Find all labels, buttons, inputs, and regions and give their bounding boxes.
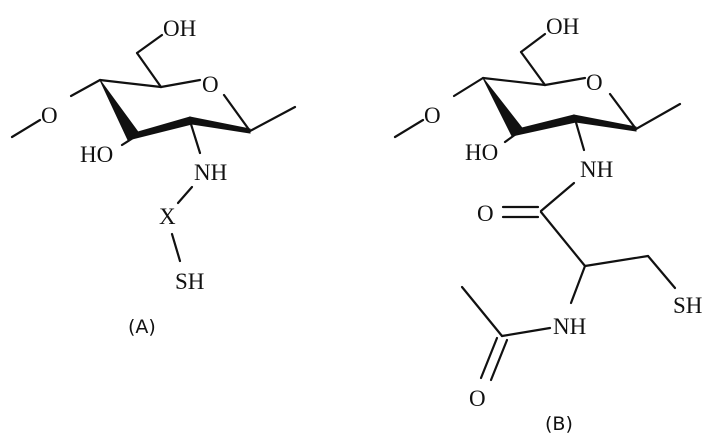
bond: [539, 181, 576, 213]
bond: [452, 76, 485, 98]
bond: [500, 326, 552, 338]
bond: [583, 254, 650, 268]
bond: [608, 92, 638, 131]
bond: [481, 76, 547, 87]
hydroxymethyl-label: OH: [546, 14, 579, 39]
double-bond: [479, 336, 499, 380]
wedge-bond: [511, 114, 577, 137]
glycosidic-oxygen-label: O: [41, 103, 58, 128]
bond: [460, 285, 504, 338]
bond: [519, 50, 547, 87]
wedge-bond: [99, 79, 139, 141]
amide-nh-label: NH: [580, 157, 613, 182]
hydroxyl-label: HO: [80, 142, 113, 167]
double-bond: [489, 338, 509, 382]
bond: [248, 105, 297, 133]
bond: [573, 117, 586, 152]
acetyl-carbonyl-oxygen-label: O: [469, 386, 486, 411]
thiol-label: SH: [673, 293, 702, 318]
bond: [539, 210, 587, 268]
bond: [543, 76, 587, 87]
hydroxyl-label: HO: [465, 140, 498, 165]
linker-x-label: X: [159, 204, 176, 229]
ring-oxygen-label: O: [586, 70, 603, 95]
bond: [646, 254, 677, 290]
hydroxymethyl-label: OH: [163, 16, 196, 41]
bond: [519, 32, 547, 54]
glycosidic-oxygen-label: O: [424, 103, 441, 128]
bond: [69, 78, 102, 98]
wedge-bond: [482, 77, 523, 137]
bond: [159, 78, 202, 89]
bond: [503, 132, 518, 144]
bond: [176, 185, 194, 205]
structure-b: O O OH HO NH O SH NH: [393, 14, 702, 435]
amide-carbonyl-oxygen-label: O: [477, 201, 494, 226]
panel-label-b: (B): [545, 413, 573, 435]
acetyl-nh-label: NH: [553, 314, 586, 339]
amine-label: NH: [194, 160, 227, 185]
thiol-label: SH: [175, 269, 204, 294]
bond: [222, 93, 252, 133]
bond: [170, 232, 182, 263]
bond: [135, 33, 164, 55]
structure-a: O O OH HO NH X SH (A): [10, 16, 297, 338]
bond: [634, 102, 682, 131]
bond: [188, 119, 202, 155]
ring-oxygen-label: O: [202, 72, 219, 97]
wedge-bond: [127, 116, 193, 141]
bond: [393, 118, 425, 139]
bond: [98, 78, 163, 89]
bond: [10, 118, 42, 139]
bond: [120, 136, 135, 147]
panel-label-a: (A): [128, 316, 156, 338]
bond: [569, 264, 587, 305]
bond: [135, 51, 163, 89]
